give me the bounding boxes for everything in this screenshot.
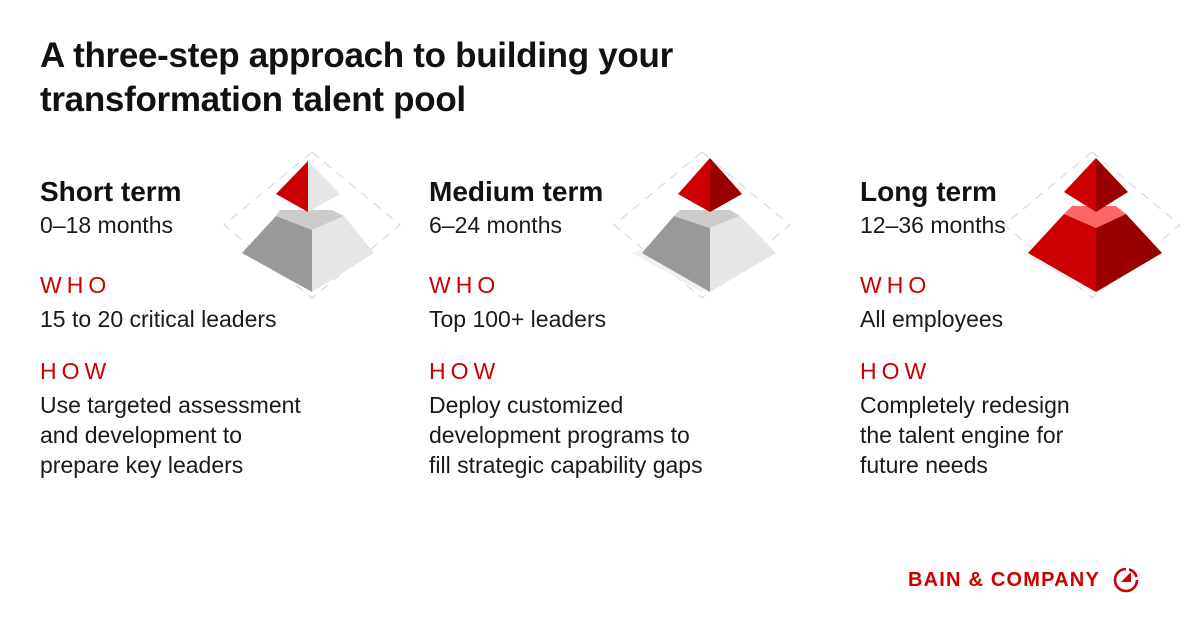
how-line: future needs (860, 452, 988, 478)
how-line: fill strategic capability gaps (429, 452, 703, 478)
how-line: and development to (40, 422, 243, 448)
term-duration: 0–18 months (40, 212, 173, 238)
how-line: the talent engine for (860, 422, 1064, 448)
how-value: Deploy customized development programs t… (429, 390, 789, 480)
pyramid-icon-top-half-red (223, 151, 401, 299)
how-label: HOW (40, 358, 112, 384)
who-label: WHO (40, 272, 112, 298)
term-duration: 6–24 months (429, 212, 562, 238)
how-label: HOW (860, 358, 932, 384)
page-title: A three-step approach to building your t… (40, 36, 673, 119)
how-line: Deploy customized (429, 392, 624, 418)
how-value: Use targeted assessment and development … (40, 390, 400, 480)
pyramid-icon-top-red (613, 151, 791, 299)
term-heading: Short term (40, 176, 182, 207)
how-line: prepare key leaders (40, 452, 244, 478)
bain-logo-icon (1113, 567, 1139, 593)
who-value: 15 to 20 critical leaders (40, 306, 277, 332)
how-line: Completely redesign (860, 392, 1070, 418)
column-long-term: Long term 12–36 months WHO All employees… (860, 172, 1200, 480)
who-value: All employees (860, 306, 1004, 332)
how-value: Completely redesign the talent engine fo… (860, 390, 1200, 480)
term-duration: 12–36 months (860, 212, 1006, 238)
who-value: Top 100+ leaders (429, 306, 607, 332)
term-heading: Long term (860, 176, 997, 207)
who-label: WHO (429, 272, 501, 298)
how-line: development programs to (429, 422, 690, 448)
who-label: WHO (860, 272, 932, 298)
how-line: Use targeted assessment (40, 392, 301, 418)
pyramid-icon-all-red (1003, 151, 1181, 299)
logo-text: BAIN & COMPANY (908, 568, 1100, 591)
term-heading: Medium term (429, 176, 604, 207)
column-medium-term: Medium term 6–24 months WHO Top 100+ lea… (429, 172, 789, 480)
bain-logo: BAIN & COMPANY (908, 566, 1140, 594)
column-short-term: Short term 0–18 months WHO 15 to 20 crit… (40, 172, 400, 480)
how-label: HOW (429, 358, 501, 384)
